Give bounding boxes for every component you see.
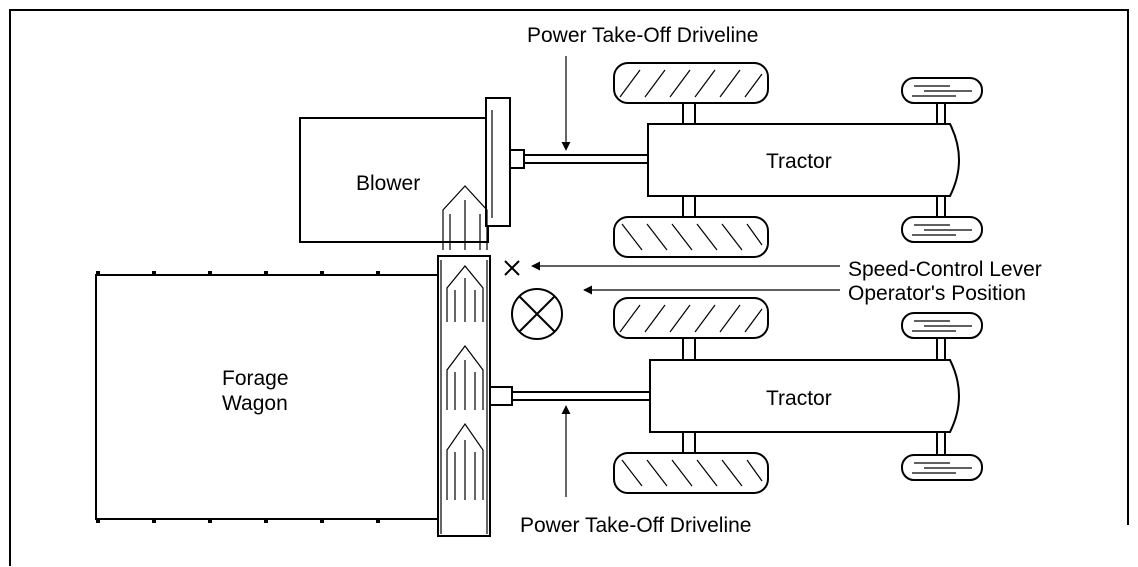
tractor-bottom [512, 297, 983, 494]
label-pto-bottom: Power Take-Off Driveline [520, 514, 751, 537]
frame-border [9, 9, 1129, 566]
wagon-conveyor [437, 255, 491, 537]
label-tractor-bottom: Tractor [766, 387, 832, 410]
label-wagon-line1: Forage [222, 367, 289, 390]
blower-housing [485, 97, 511, 227]
wagon-rail-studs [96, 271, 380, 523]
label-wagon-line2: Wagon [222, 392, 288, 415]
label-operators-position: Operator's Position [848, 282, 1026, 305]
label-pto-top: Power Take-Off Driveline [527, 24, 758, 47]
tractor-top-rear-tire-upper [613, 62, 769, 104]
label-speed-control-lever: Speed-Control Lever [848, 258, 1042, 281]
tractor-top-body [647, 123, 960, 197]
label-blower: Blower [356, 172, 420, 195]
tractor-top [524, 62, 983, 258]
label-tractor-top: Tractor [766, 150, 832, 173]
blower-pto-coupler [509, 149, 525, 169]
operator-position-symbol [511, 288, 563, 340]
speed-control-lever-mark [504, 260, 520, 276]
conveyor-arrows [446, 265, 484, 500]
tractor-top-rear-tire-lower [613, 216, 769, 258]
intake-arrow-blower [442, 185, 488, 250]
tractor-bottom-rear-tire-lower [613, 452, 769, 494]
tractor-bottom-body [649, 359, 960, 433]
wagon-pto-coupler [489, 386, 513, 406]
tractor-bottom-rear-tire-upper [613, 297, 769, 339]
